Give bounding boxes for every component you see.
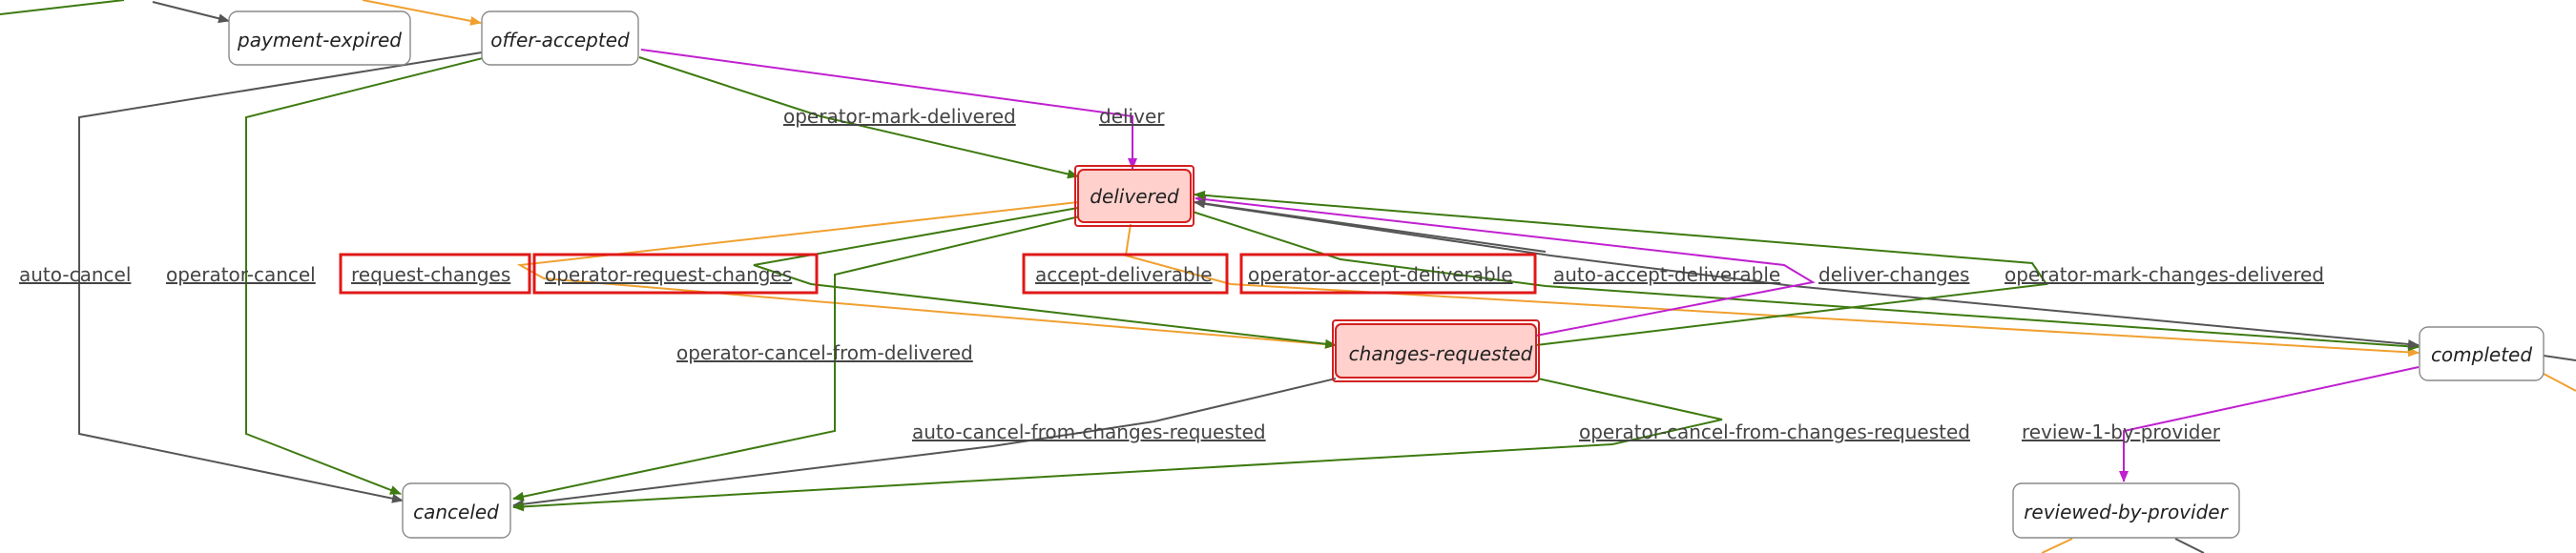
edge-reviewed-offscreen-right [2174, 538, 2205, 553]
state-label: completed [2431, 343, 2532, 366]
edge-request-changes [516, 201, 1337, 350]
label-request-changes[interactable]: request-changes [351, 263, 510, 286]
label-operator-cancel-from-delivered[interactable]: operator-cancel-from-delivered [676, 341, 973, 364]
state-payment-expired[interactable]: payment-expired [228, 10, 411, 66]
edge-into-payment-expired [152, 1, 230, 24]
highlight-box-accept-deliverable [1022, 253, 1229, 295]
edge-accept-deliverable [1124, 223, 2420, 358]
highlight-box-operator-request-changes [532, 253, 819, 295]
state-label: payment-expired [237, 29, 402, 51]
state-label: delivered [1090, 185, 1179, 208]
edge-offscreen-to-payment-expired [0, 0, 125, 15]
edge-reviewed-offscreen-left [2041, 538, 2073, 553]
label-deliver-changes[interactable]: deliver-changes [1818, 263, 1969, 286]
edge-auto-accept-deliverable [1192, 201, 2420, 349]
state-changes-requested[interactable]: changes-requested [1332, 319, 1540, 382]
edge-completed-offscreen-right [2543, 355, 2576, 361]
label-operator-cancel[interactable]: operator-cancel [166, 263, 316, 286]
edge-auto-cancel [78, 51, 483, 503]
label-operator-request-changes[interactable]: operator-request-changes [545, 263, 792, 286]
label-deliver[interactable]: deliver [1099, 105, 1165, 128]
label-accept-deliverable[interactable]: accept-deliverable [1035, 263, 1213, 286]
edge-operator-accept-deliverable [1192, 211, 2420, 352]
label-operator-mark-changes-delivered[interactable]: operator-mark-changes-delivered [2005, 263, 2324, 286]
label-operator-accept-deliverable[interactable]: operator-accept-deliverable [1248, 263, 1513, 286]
edge-auto-cancel-from-changes-requested [512, 378, 1337, 509]
label-auto-cancel[interactable]: auto-cancel [19, 263, 131, 286]
edge-review-1-by-provider [2119, 366, 2420, 482]
edge-operator-request-changes [753, 207, 1337, 349]
states: payment-expired offer-accepted delivered… [228, 10, 2545, 539]
label-auto-cancel-from-changes-requested[interactable]: auto-cancel-from-changes-requested [912, 420, 1266, 443]
label-operator-mark-delivered[interactable]: operator-mark-delivered [783, 105, 1016, 128]
state-delivered[interactable]: delivered [1074, 165, 1195, 227]
edge-operator-mark-changes-delivered [1194, 190, 2048, 346]
label-auto-accept-deliverable[interactable]: auto-accept-deliverable [1553, 263, 1780, 286]
edge-operator-cancel [245, 56, 488, 495]
edge-operator-cancel-from-delivered [512, 214, 1089, 502]
edge-deliver-changes [1195, 195, 1816, 337]
edge-into-offer-accepted [362, 0, 482, 26]
highlight-box-operator-accept-deliverable [1239, 253, 1537, 295]
edge-operator-cancel-from-changes-requested [512, 378, 1723, 512]
state-canceled[interactable]: canceled [402, 482, 511, 539]
edge-return-to-delivered [1194, 198, 1547, 253]
label-review-1-by-provider[interactable]: review-1-by-provider [2022, 420, 2221, 443]
state-completed[interactable]: completed [2419, 326, 2545, 381]
edge-deliver [640, 49, 1137, 170]
state-label: changes-requested [1349, 342, 1533, 365]
state-label: canceled [413, 501, 499, 523]
edge-labels: operator-mark-delivered deliver auto-can… [19, 105, 2324, 443]
edge-operator-mark-delivered [638, 56, 1079, 179]
state-reviewed-by-provider[interactable]: reviewed-by-provider [2012, 482, 2240, 539]
state-offer-accepted[interactable]: offer-accepted [481, 10, 639, 66]
edge-completed-offscreen-orange [2543, 373, 2576, 392]
state-label: offer-accepted [490, 29, 630, 51]
state-label: reviewed-by-provider [2024, 501, 2229, 523]
highlight-box-request-changes [339, 253, 531, 295]
label-operator-cancel-from-changes-requested[interactable]: operator-cancel-from-changes-requested [1579, 420, 1970, 443]
